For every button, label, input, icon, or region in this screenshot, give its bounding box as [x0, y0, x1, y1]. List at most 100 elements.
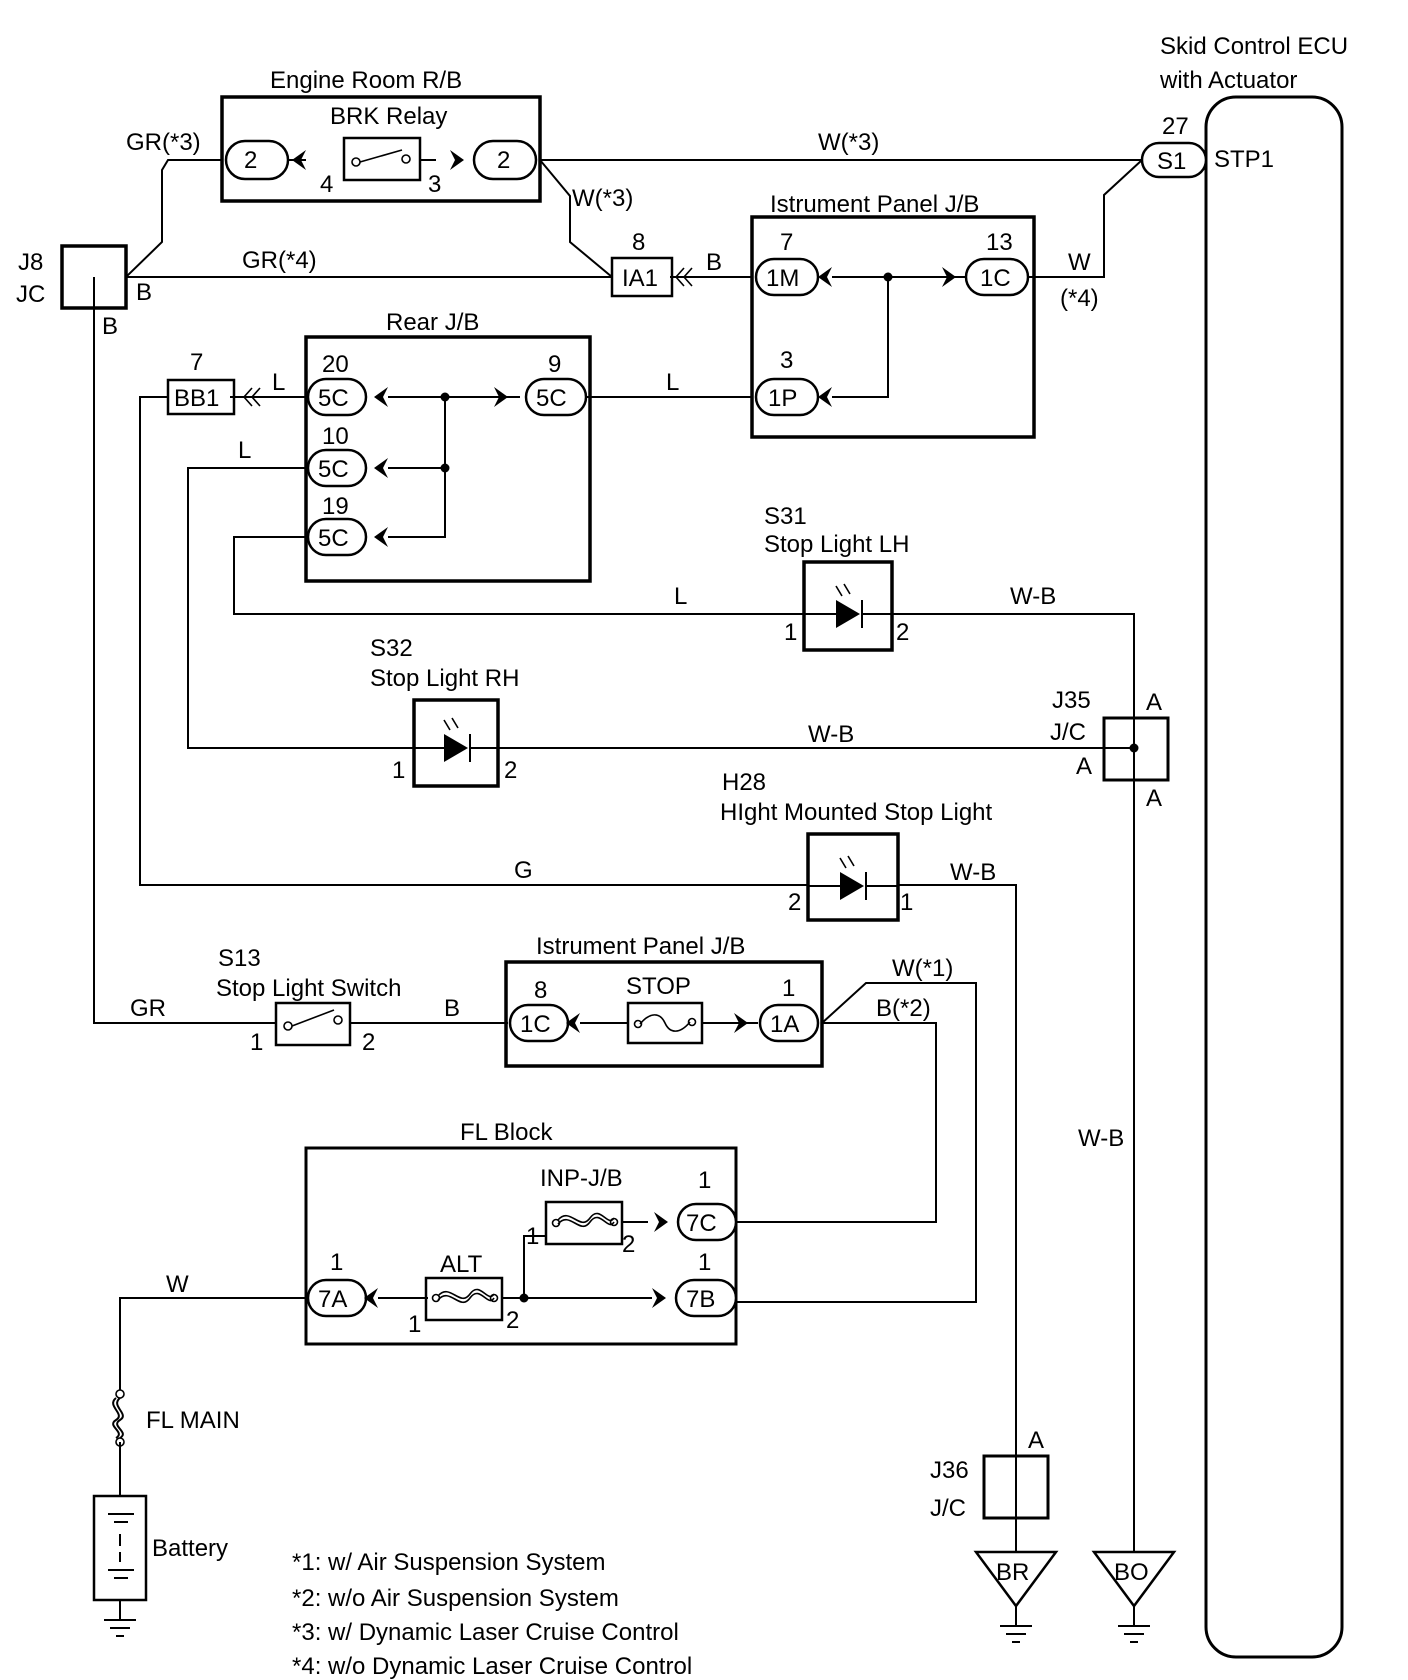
footnote-3: *3: w/ Dynamic Laser Cruise Control [292, 1619, 679, 1646]
ia1-arrow [674, 267, 693, 287]
j35-pin-a-left: A [1076, 753, 1092, 780]
stop-fuse-label: STOP [626, 973, 691, 1000]
wire-w1-label: W(*1) [892, 955, 953, 982]
ip-connector-1p-label: 1P [768, 385, 797, 412]
s31-id: S31 [764, 503, 807, 530]
ecu-title-line1: Skid Control ECU [1160, 33, 1348, 60]
rear-10-chevron [374, 458, 388, 478]
footnote-1: *1: w/ Air Suspension System [292, 1549, 605, 1576]
j35-pin-a-top: A [1146, 689, 1162, 716]
stop-fuse-icon [639, 1014, 691, 1032]
s13-stop-light-switch: S13 Stop Light Switch 1 2 [216, 945, 401, 1056]
inp-pin-2: 2 [622, 1231, 635, 1258]
rear-splice-2 [440, 463, 450, 473]
ip-1m-chevron [818, 267, 832, 287]
inp-pin-1: 1 [526, 1223, 539, 1250]
fl-connector-7c-label: 7C [686, 1210, 717, 1237]
s31-diode-lines [804, 600, 892, 628]
ip-connector-1m-label: 1M [766, 265, 799, 292]
h28-pin-2: 2 [788, 889, 801, 916]
battery-box [92, 1494, 148, 1602]
s13-contact-left [283, 1021, 293, 1031]
ip-jb2-title: Istrument Panel J/B [536, 933, 745, 960]
inp-terminal-right [609, 1217, 619, 1227]
ecu-terminal-label: STP1 [1214, 146, 1274, 173]
s13-box [274, 1001, 352, 1047]
ecu-title-line2: with Actuator [1159, 67, 1297, 94]
rear-connector-20 [306, 377, 368, 417]
bb1-connector: 7 BB1 [166, 349, 261, 416]
footnote-2: *2: w/o Air Suspension System [292, 1585, 619, 1612]
rear-connector-20-label: 5C [318, 385, 349, 412]
battery-cell-icon [108, 1513, 134, 1579]
inp-fusible-box [544, 1200, 624, 1246]
ground-br-triangle [973, 1550, 1059, 1609]
fl-block: FL Block INP-J/B 1 2 1 7C 1 7A ALT 1 2 1… [304, 1119, 738, 1346]
wire-wb-h28-label: W-B [950, 859, 996, 886]
s32-pin-1: 1 [392, 757, 405, 784]
wire-b-sw-label: B [444, 995, 460, 1022]
skid-control-ecu: Skid Control ECU with Actuator S1 27 STP… [1140, 33, 1348, 1659]
inp-terminal-left [551, 1218, 561, 1228]
brk-relay-label: BRK Relay [330, 103, 447, 130]
rear-19-chevron [374, 527, 388, 547]
s32-box [412, 698, 500, 788]
rear-connector-19-label: 5C [318, 525, 349, 552]
fl-main-terminal-bottom [115, 1437, 125, 1447]
s32-light-rays-icon [443, 717, 459, 731]
h28-diode-icon [840, 872, 864, 900]
alt-fusible-box [424, 1276, 504, 1322]
wires [93, 159, 1143, 1620]
s31-pin-1: 1 [784, 619, 797, 646]
engine-rb-title: Engine Room R/B [270, 67, 462, 94]
engine-room-rb: Engine Room R/B BRK Relay 2 4 3 2 [220, 67, 542, 203]
stop-fuse-terminal-left [633, 1019, 643, 1029]
s31-light-rays-icon [835, 583, 851, 597]
j35-splice-dot [1129, 743, 1139, 753]
engine-rb-left-pin-label: 2 [244, 147, 257, 174]
relay-pin-3: 3 [428, 171, 441, 198]
ground-br: BR [973, 1550, 1059, 1643]
ip-jb2-box [504, 960, 824, 1068]
rear-connector-9-label: 5C [536, 385, 567, 412]
rear-connector-10-label: 5C [318, 456, 349, 483]
fl-7b-chevron [652, 1288, 666, 1308]
rear-jb-title: Rear J/B [386, 309, 479, 336]
alt-pin-1: 1 [408, 1311, 421, 1338]
engine-rb-right-chevron [450, 150, 464, 170]
wire-wb-vert-label: W-B [1078, 1125, 1124, 1152]
fl-main-fusible-icon-2 [112, 1397, 120, 1439]
j8-name: J8 [18, 249, 43, 276]
ip-splice-dot [883, 272, 893, 282]
s13-switch-blade [291, 1009, 335, 1027]
s32-id: S32 [370, 635, 413, 662]
j8-box [60, 244, 128, 310]
battery-ground-icon [104, 1619, 136, 1637]
wire-gr-sw-label: GR [130, 995, 166, 1022]
ia1-label: IA1 [622, 265, 658, 292]
fl-pin-1-7b: 1 [698, 1249, 711, 1276]
j35-junction-connector: J35 J/C A A A [1050, 687, 1170, 812]
rear-pin-10: 10 [322, 423, 349, 450]
bb1-pin-num: 7 [190, 349, 203, 376]
wire-wb-s31-label: W-B [1010, 583, 1056, 610]
ip2-pin-8: 8 [534, 977, 547, 1004]
s32-diode-icon [444, 734, 468, 762]
j36-sub: J/C [930, 1495, 966, 1522]
h28-id: H28 [722, 769, 766, 796]
ip-pin-13: 13 [986, 229, 1013, 256]
ecu-pin-s1-label: S1 [1157, 148, 1186, 175]
fl-block-box [304, 1146, 738, 1346]
ia1-pin-num: 8 [632, 229, 645, 256]
h28-high-mounted-stop-light: H28 HIght Mounted Stop Light 2 1 [720, 769, 993, 922]
wire-w3-diag-label: W(*3) [572, 185, 633, 212]
ip2-pin-1: 1 [782, 975, 795, 1002]
j35-pin-a-bottom: A [1146, 785, 1162, 812]
rear-pin-9: 9 [548, 351, 561, 378]
wire-w-fl-label: W [166, 1271, 189, 1298]
wire-wb-s32-label: W-B [808, 721, 854, 748]
j8-pin-right: B [136, 279, 152, 306]
ecu-body [1204, 95, 1344, 1659]
h28-light-rays-icon [839, 855, 855, 869]
